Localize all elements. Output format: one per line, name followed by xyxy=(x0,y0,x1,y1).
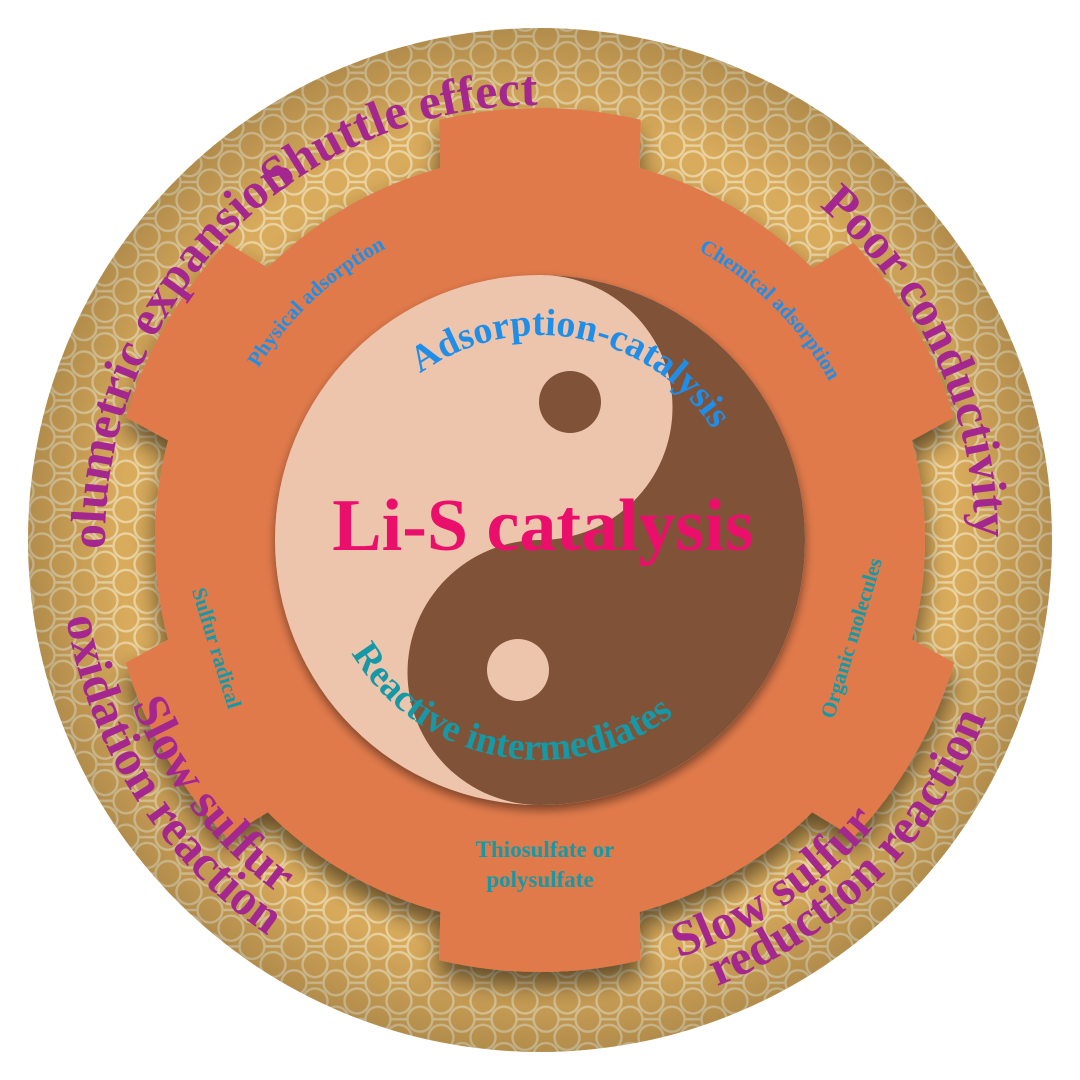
label-thiosulfate-line1: Thiosulfate or xyxy=(476,837,615,862)
yin-dark-dot xyxy=(539,371,601,433)
label-thiosulfate-line2: polysulfate xyxy=(486,867,593,892)
yin-light-dot xyxy=(487,639,549,701)
center-title: Li-S catalysis xyxy=(332,485,753,567)
